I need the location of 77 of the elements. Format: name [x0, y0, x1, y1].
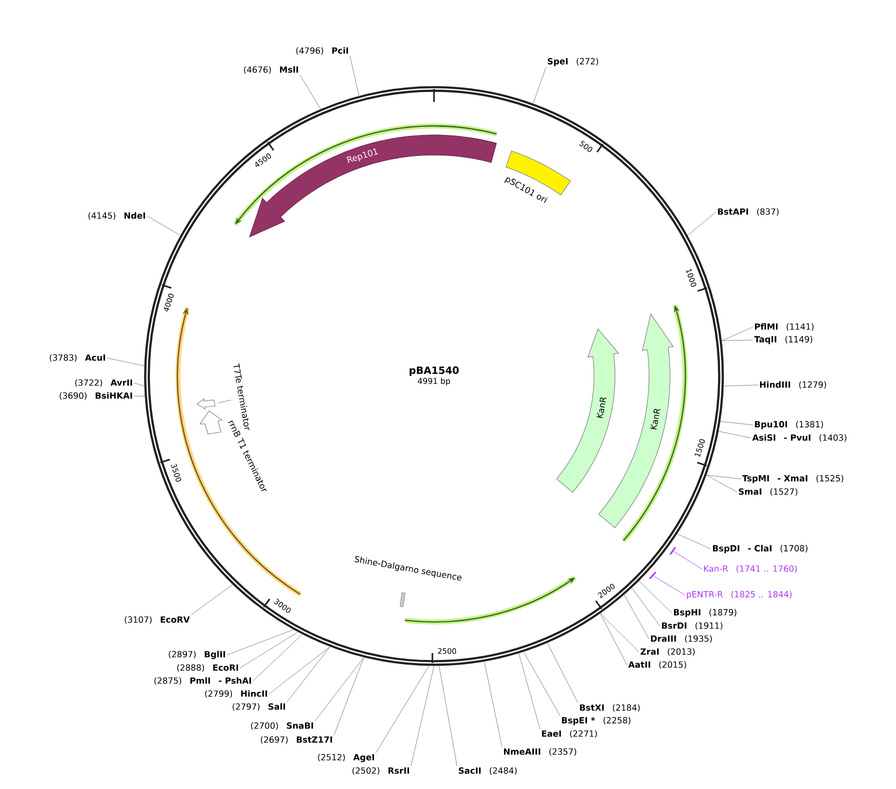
- restriction-site-label: SmaI (1527): [738, 488, 798, 496]
- restriction-site-label: (4796) PciI: [296, 47, 348, 55]
- restriction-site-label: (2502) RsrII: [352, 767, 410, 775]
- leader-line: [334, 657, 364, 736]
- leader-line: [286, 646, 330, 702]
- restriction-site-label: TaqII (1149): [754, 336, 812, 344]
- restriction-site-label: NmeAIII (2357): [504, 748, 576, 756]
- primer-mark: [649, 572, 656, 580]
- leader-line: [706, 474, 742, 480]
- restriction-site-label: (3722) AvrII: [75, 379, 132, 387]
- leader-line: [673, 551, 702, 570]
- restriction-site-label: TspMI - XmaI (1525): [742, 474, 844, 484]
- restriction-site-label: (2697) BstZ17I: [260, 736, 332, 744]
- leader-line: [718, 431, 752, 438]
- restriction-site-label: (3107) EcoRV: [124, 616, 190, 624]
- restriction-site-label: (4676) MslI: [244, 66, 298, 74]
- restriction-site-label: BspDI - ClaI (1708): [713, 544, 808, 554]
- leader-line: [190, 584, 233, 616]
- leader-line: [523, 651, 560, 716]
- leader-line: [653, 576, 686, 596]
- restriction-site-label: AsiSI - PvuI (1403): [752, 434, 846, 442]
- restriction-site-label: DraIII (1935): [651, 635, 712, 643]
- restriction-site-label: BspHI (1879): [674, 608, 736, 618]
- primer-label: pENTR-R (1825 .. 1844): [686, 590, 792, 600]
- restriction-site-label: (2875) PmlI - PshAI: [154, 677, 252, 685]
- leader-line: [532, 67, 546, 104]
- leader-line: [638, 580, 672, 614]
- leader-line: [631, 588, 660, 626]
- restriction-site-label: (2897) BglII: [168, 650, 226, 660]
- leader-line: [134, 382, 145, 386]
- leader-line: [723, 384, 758, 386]
- restriction-site-label: Bpu10I (1381): [755, 420, 823, 430]
- leader-line: [410, 666, 434, 766]
- restriction-site-label: HindIII (1279): [760, 381, 826, 389]
- restriction-site-label: (2799) HincII: [205, 690, 268, 698]
- primer-label: Kan-R (1741 .. 1760): [704, 565, 797, 573]
- leader-line: [438, 666, 458, 766]
- restriction-site-label: (3783) AcuI: [50, 354, 106, 362]
- restriction-site-label: SpeI (272): [548, 58, 598, 66]
- restriction-site-label: EaeI (2271): [542, 730, 597, 738]
- restriction-site-label: BsrDI (1911): [662, 622, 722, 630]
- restriction-site-label: AatII (2015): [628, 661, 686, 669]
- restriction-site-label: BstXI (2184): [580, 704, 640, 712]
- restriction-site-label: (4145) NdeI: [88, 212, 146, 220]
- leader-line: [106, 358, 145, 366]
- leader-line: [706, 474, 738, 492]
- leader-line: [240, 632, 298, 668]
- leader-line: [624, 594, 650, 640]
- leader-line: [518, 652, 540, 730]
- restriction-site-label: (2797) SalI: [232, 703, 286, 711]
- leader-line: [300, 74, 321, 110]
- leader-line: [350, 56, 360, 96]
- restriction-site-label: BspEI * (2258): [562, 716, 630, 726]
- primer-mark: [669, 546, 676, 556]
- leader-line: [600, 613, 628, 666]
- restriction-site-label: (2700) SnaBI: [251, 722, 314, 730]
- restriction-site-label: (2512) AgeI: [318, 754, 374, 762]
- leader-line: [722, 340, 754, 341]
- leader-line: [268, 646, 330, 694]
- leader-line: [226, 629, 294, 656]
- leader-line: [252, 634, 303, 682]
- restriction-site-label: (3690) BsiHKAI: [60, 392, 132, 400]
- leader-line: [547, 642, 578, 704]
- leader-line: [676, 534, 712, 550]
- leader-line: [314, 657, 364, 722]
- leader-line: [687, 212, 716, 236]
- restriction-site-label: PflMI (1141): [755, 323, 814, 331]
- leader-line: [600, 613, 640, 652]
- restriction-site-label: ZraI (2013): [640, 648, 695, 656]
- restriction-site-label: (2888) EcoRI: [177, 664, 238, 672]
- leader-line: [146, 216, 181, 236]
- leader-line: [484, 661, 502, 748]
- leader-line: [376, 666, 430, 753]
- leader-line: [720, 421, 754, 426]
- restriction-site-label: BstAPI (837): [718, 208, 779, 216]
- restriction-site-label: SacII (2484): [458, 767, 517, 775]
- leader-line: [722, 326, 754, 341]
